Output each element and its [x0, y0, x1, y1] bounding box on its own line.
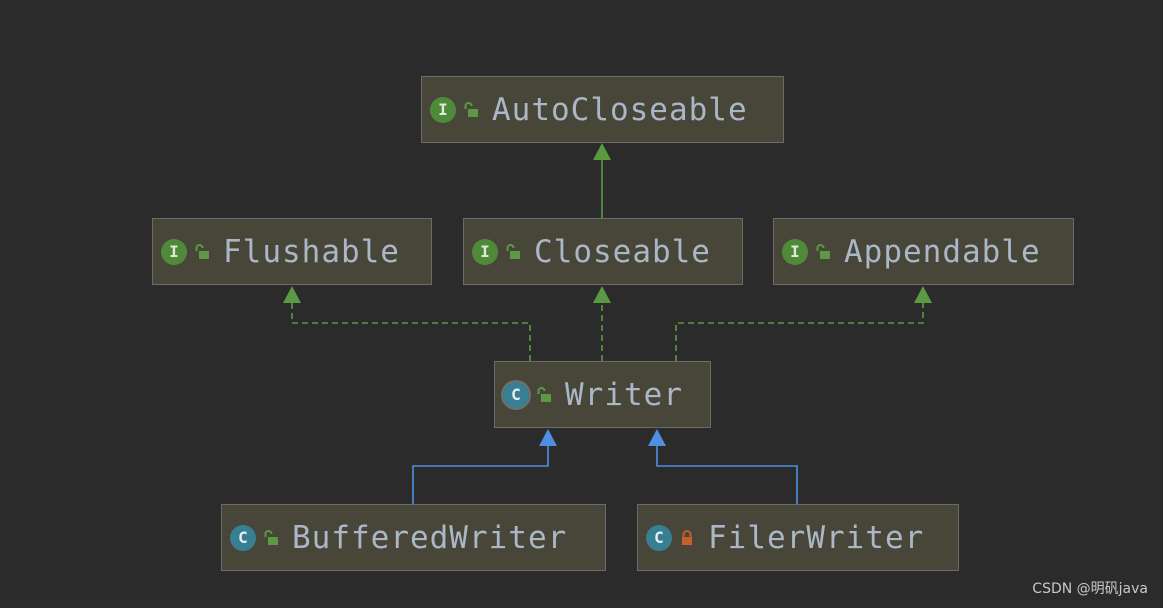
arrowhead: [593, 143, 611, 160]
class-badge-icon: C: [230, 524, 256, 551]
arrowhead: [648, 429, 666, 446]
interface-badge-icon: I: [472, 238, 498, 265]
node-flushable[interactable]: I Flushable: [152, 218, 432, 285]
open-lock-icon: [193, 241, 211, 263]
open-lock-icon: [814, 241, 832, 263]
watermark: CSDN @明矾java: [1032, 581, 1148, 597]
open-lock-icon: [462, 99, 480, 121]
node-bufferedwriter[interactable]: C BufferedWriter: [221, 504, 606, 571]
node-label: FilerWriter: [708, 519, 925, 556]
interface-badge-icon: I: [782, 238, 808, 265]
edge-writer-to-closeable: [593, 286, 611, 361]
edge-writer-to-flushable: [283, 286, 531, 361]
node-label: AutoCloseable: [492, 91, 748, 128]
arrowhead: [283, 286, 301, 303]
arrowhead: [539, 429, 557, 446]
class-badge-icon: C: [646, 524, 672, 551]
open-lock-icon: [262, 527, 280, 549]
node-filerwriter[interactable]: C FilerWriter: [637, 504, 959, 571]
node-label: Flushable: [223, 233, 400, 270]
node-label: Closeable: [534, 233, 711, 270]
edge-bufferedwriter-to-writer: [412, 429, 557, 504]
arrowhead: [593, 286, 611, 303]
edge-filerwriter-to-writer: [648, 429, 798, 504]
node-label: BufferedWriter: [292, 519, 568, 556]
abstract-class-badge-icon: C: [503, 381, 529, 408]
closed-lock-icon: [678, 527, 696, 549]
node-appendable[interactable]: I Appendable: [773, 218, 1074, 285]
node-writer[interactable]: C Writer: [494, 361, 711, 428]
node-autocloseable[interactable]: I AutoCloseable: [421, 76, 784, 143]
node-label: Appendable: [844, 233, 1041, 270]
arrowhead: [914, 286, 932, 303]
edge-writer-to-appendable: [675, 286, 932, 361]
open-lock-icon: [535, 384, 553, 406]
node-closeable[interactable]: I Closeable: [463, 218, 743, 285]
open-lock-icon: [504, 241, 522, 263]
interface-badge-icon: I: [161, 238, 187, 265]
edge-closeable-to-autocloseable: [593, 143, 611, 218]
node-label: Writer: [565, 376, 683, 413]
interface-badge-icon: I: [430, 96, 456, 123]
